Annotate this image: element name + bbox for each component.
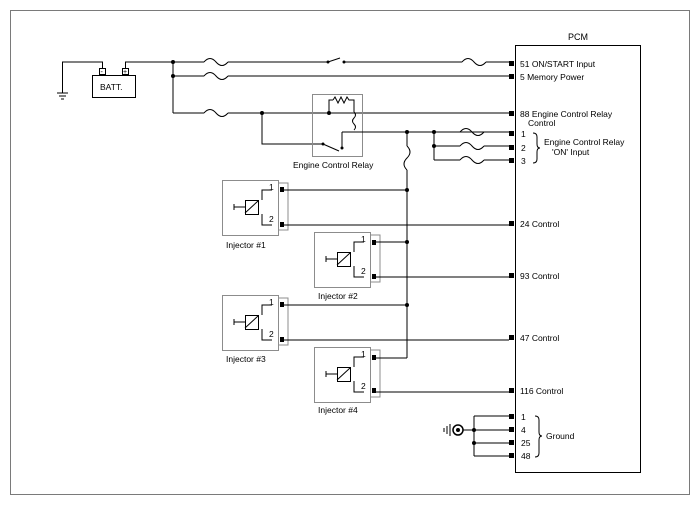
relay-label: Engine Control Relay bbox=[293, 160, 374, 170]
pcm-pin-93: 93 Control bbox=[520, 271, 559, 281]
relay-output-bus bbox=[403, 128, 509, 358]
fuse-icon bbox=[203, 109, 229, 117]
pcm-pin-ecr-on-3: 3 bbox=[521, 156, 526, 166]
fuse-icon bbox=[459, 156, 485, 164]
fuse-icon bbox=[461, 58, 487, 66]
chassis-ground-icon bbox=[57, 92, 68, 100]
pcm-pin-ecr-on-1: 1 bbox=[521, 129, 526, 139]
pcm-pin-ecr-on-2: 2 bbox=[521, 143, 526, 153]
pcm-pin-memory-power: 5 Memory Power bbox=[520, 72, 584, 82]
fuse-icon bbox=[203, 72, 229, 80]
injector-4-pin2: 2 bbox=[361, 381, 366, 391]
injector-coil-icon bbox=[325, 367, 351, 381]
injector-3-label: Injector #3 bbox=[226, 354, 266, 364]
pcm-gnd-pin-48: 48 bbox=[521, 451, 531, 461]
pcm-ground-label: Ground bbox=[546, 431, 575, 441]
pcm-pin-markers bbox=[509, 61, 514, 458]
ecr-on-brace bbox=[532, 132, 541, 164]
wire-crossover-icon bbox=[403, 145, 411, 171]
injector-coil-icon bbox=[325, 252, 351, 266]
injector-3-pin2: 2 bbox=[269, 329, 274, 339]
injector-3: 1 2 Injector #3 bbox=[222, 295, 509, 364]
fuse-icon bbox=[203, 58, 229, 66]
diagram-frame bbox=[10, 10, 690, 495]
pcm-pin-ecr-control: 88 Engine Control Relay bbox=[520, 109, 613, 119]
pcm-ecr-on-label: Engine Control Relay bbox=[544, 137, 625, 147]
battery: - + BATT. bbox=[57, 61, 173, 100]
relay-resistor-icon bbox=[332, 95, 355, 112]
battery-pos-sign: + bbox=[123, 69, 127, 76]
pcm-gnd-pin-1: 1 bbox=[521, 412, 526, 422]
battery-label: BATT. bbox=[100, 82, 123, 92]
pcm-module: PCM 51 ON/START Input 5 Memory Power 88 … bbox=[509, 32, 641, 473]
pcm-pin-on-start: 51 ON/START Input bbox=[520, 59, 596, 69]
pcm-pin-24: 24 Control bbox=[520, 219, 559, 229]
pcm-title: PCM bbox=[568, 32, 588, 42]
pcm-gnd-pin-4: 4 bbox=[521, 425, 526, 435]
injector-1-pin2: 2 bbox=[269, 214, 274, 224]
injector-4-pin1: 1 bbox=[361, 349, 366, 359]
relay-contact-icon bbox=[322, 132, 343, 152]
relay-coil-icon bbox=[328, 100, 356, 131]
ground-symbol-icon bbox=[443, 424, 451, 436]
injector-coil-icon bbox=[233, 200, 259, 214]
injector-2-label: Injector #2 bbox=[318, 291, 358, 301]
pcm-box bbox=[515, 45, 641, 473]
injector-2-pin2: 2 bbox=[361, 266, 366, 276]
injector-coil-icon bbox=[233, 315, 259, 329]
ignition-switch-icon bbox=[318, 57, 462, 63]
relay-box bbox=[312, 94, 363, 157]
pcm-pin-ecr-control-line2: Control bbox=[528, 118, 556, 128]
engine-control-relay: Engine Control Relay bbox=[293, 94, 509, 170]
injector-3-pin1: 1 bbox=[269, 297, 274, 307]
injector-1-label: Injector #1 bbox=[226, 240, 266, 250]
injector-1: 1 2 Injector #1 bbox=[222, 180, 509, 250]
pcm-ground bbox=[443, 415, 509, 457]
battery-neg-sign: - bbox=[101, 69, 104, 76]
pcm-pin-47: 47 Control bbox=[520, 333, 559, 343]
ground-brace bbox=[534, 415, 543, 458]
power-wires bbox=[171, 57, 509, 145]
pcm-gnd-pin-25: 25 bbox=[521, 438, 531, 448]
injector-2: 1 2 Injector #2 bbox=[314, 232, 509, 301]
injector-4: 1 2 Injector #4 bbox=[314, 347, 509, 415]
injector-2-pin1: 1 bbox=[361, 234, 366, 244]
injector-1-pin1: 1 bbox=[269, 182, 274, 192]
fuse-icon bbox=[459, 142, 485, 150]
battery-box bbox=[92, 75, 136, 98]
fuse-icon bbox=[459, 128, 485, 136]
pcm-pin-116: 116 Control bbox=[520, 386, 563, 396]
pcm-ecr-on-label-line2: 'ON' Input bbox=[552, 147, 590, 157]
injector-4-label: Injector #4 bbox=[318, 405, 358, 415]
